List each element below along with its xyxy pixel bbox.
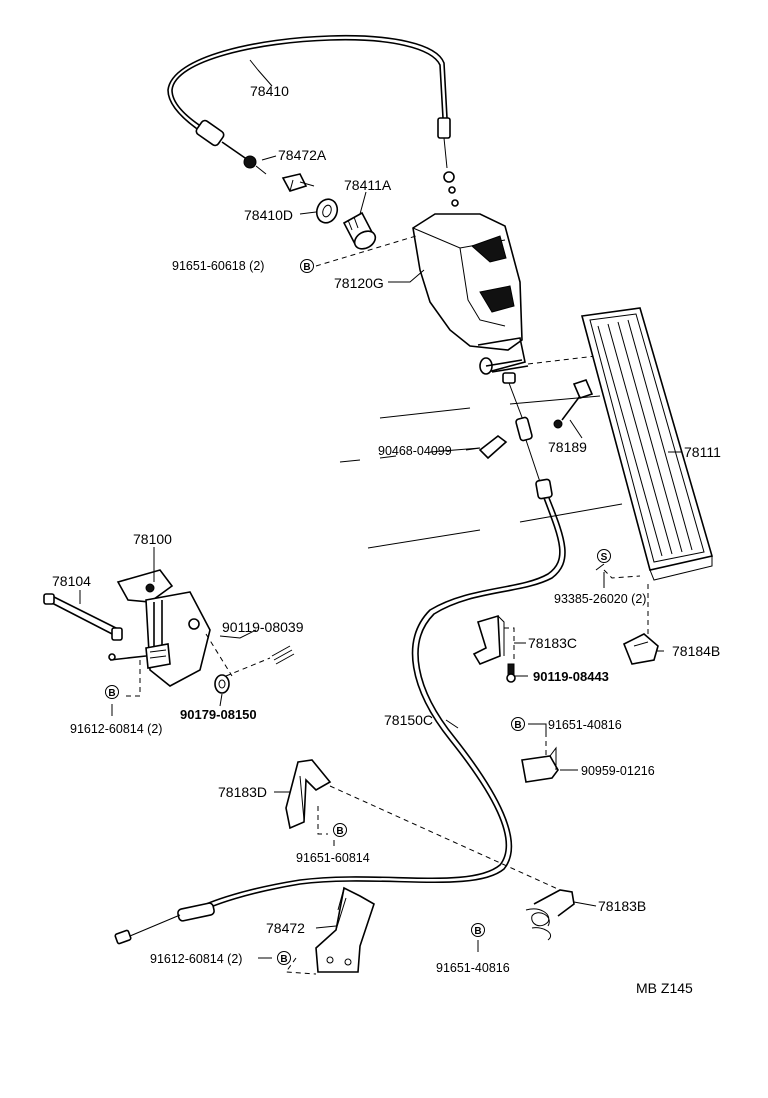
label-78411A: 78411A [344, 177, 392, 193]
label-78104: 78104 [52, 573, 91, 589]
label-78120G: 78120G [334, 275, 384, 291]
bolt-symbol: B [300, 259, 314, 273]
screw-90119-08443 [506, 663, 516, 683]
label-78111: 78111 [684, 444, 721, 460]
part-labels: 78410 78472A 78411A 78410D 91651-60618 (… [52, 83, 721, 996]
label-91651-60618: 91651-60618 (2) [172, 259, 264, 273]
bracket-78100 [108, 569, 211, 687]
label-91612-60814-lower: 91612-60814 (2) [150, 952, 242, 966]
bracket-78472 [315, 886, 375, 973]
label-91651-40816-upper: 91651-40816 [548, 718, 622, 732]
clip-78184B [622, 633, 659, 665]
svg-text:B: B [514, 720, 521, 731]
label-78183B: 78183B [598, 898, 646, 914]
label-90179-08150: 90179-08150 [180, 707, 257, 722]
label-91651-40816-lower: 91651-40816 [436, 961, 510, 975]
label-90119-08039: 90119-08039 [222, 619, 304, 635]
svg-text:B: B [303, 262, 310, 273]
label-78100: 78100 [133, 531, 172, 547]
bracket-78120G [412, 213, 529, 375]
label-93385-26020: 93385-26020 (2) [554, 592, 646, 606]
label-78150C: 78150C [384, 712, 433, 728]
svg-text:B: B [280, 954, 287, 965]
label-78189: 78189 [548, 439, 587, 455]
label-78183C: 78183C [528, 635, 577, 651]
cable-78150C [114, 372, 566, 945]
label-78410D: 78410D [244, 207, 293, 223]
bolt-78189 [553, 379, 594, 429]
label-91651-60814: 91651-60814 [296, 851, 370, 865]
grommet-78411A [342, 211, 377, 250]
label-78472A: 78472A [278, 147, 327, 163]
bracket-78183D [285, 759, 332, 830]
svg-text:B: B [336, 826, 343, 837]
label-90959-01216: 90959-01216 [581, 764, 655, 778]
bolt-symbol: B [333, 823, 347, 837]
leader-lines [79, 59, 682, 959]
cushion-90179-08150 [214, 674, 230, 694]
svg-text:B: B [108, 688, 115, 699]
pedal-78111 [580, 307, 714, 581]
label-78184B: 78184B [672, 643, 720, 659]
bolt-symbol: B [511, 717, 525, 731]
label-90468-04099: 90468-04099 [378, 444, 452, 458]
nut-90468 [478, 434, 508, 460]
label-78410: 78410 [250, 83, 289, 99]
svg-text:B: B [474, 926, 481, 937]
spring-90119-08039 [271, 645, 295, 665]
bracket-78183C [472, 614, 505, 665]
bolt-symbol: B [471, 923, 485, 937]
screw-symbol: S [597, 549, 611, 563]
bracket-90959-01216 [521, 746, 559, 783]
label-91612-60814-left: 91612-60814 (2) [70, 722, 162, 736]
grommet-78410D [315, 198, 339, 224]
clip-78472A [281, 173, 308, 192]
svg-text:S: S [601, 552, 608, 563]
rod-78104 [43, 593, 123, 641]
bolt-symbol: B [277, 951, 291, 965]
spring-78183B [525, 889, 575, 941]
label-78183D: 78183D [218, 784, 267, 800]
label-78472: 78472 [266, 920, 305, 936]
label-90119-08443: 90119-08443 [533, 669, 609, 684]
floor-line-upper [339, 447, 481, 463]
diagram-code: MB Z145 [636, 980, 693, 996]
floor-line-lower [367, 503, 623, 549]
cable-78410 [167, 34, 459, 207]
bolt-symbol: B [105, 685, 119, 699]
